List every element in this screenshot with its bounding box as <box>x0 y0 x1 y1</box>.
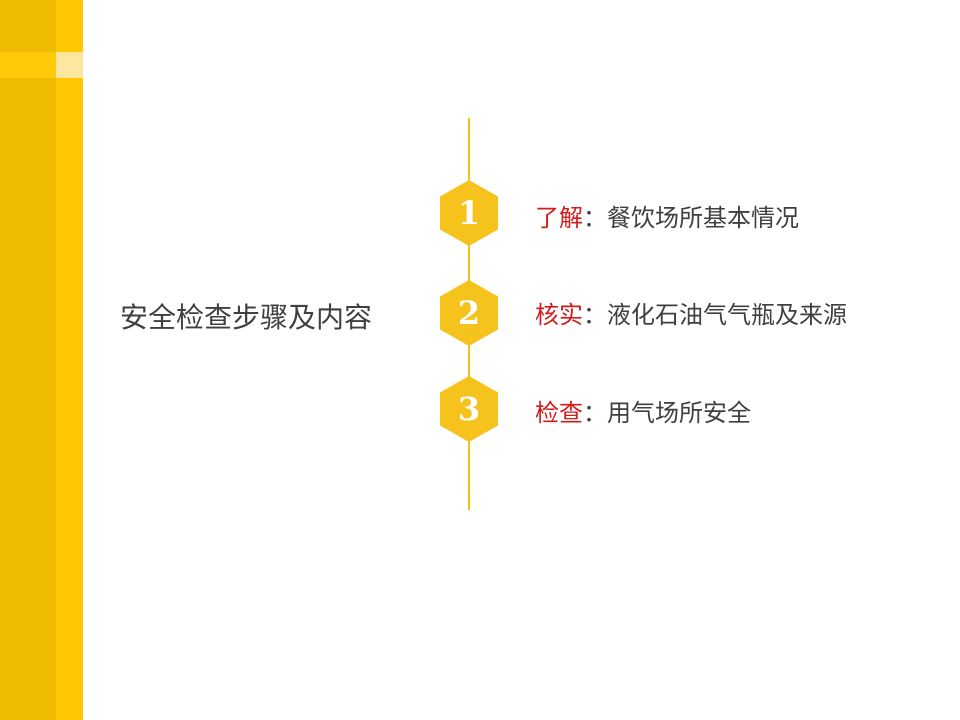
step-text: 用气场所安全 <box>607 399 751 427</box>
step-text: 餐饮场所基本情况 <box>607 204 799 232</box>
step-key: 了解 <box>535 204 583 232</box>
decor-band-dark <box>0 0 56 720</box>
step-item: 检查：用气场所安全 <box>535 393 751 428</box>
step-number-badge: 2 <box>440 280 498 346</box>
step-separator: ： <box>583 204 607 232</box>
decor-band-horizontal <box>0 52 56 78</box>
step-item: 核实：液化石油气气瓶及来源 <box>535 295 847 330</box>
step-text: 液化石油气气瓶及来源 <box>607 301 847 329</box>
decor-square <box>56 52 83 78</box>
step-key: 检查 <box>535 399 583 427</box>
step-number-badge: 3 <box>440 376 498 442</box>
step-separator: ： <box>583 301 607 329</box>
section-title: 安全检查步骤及内容 <box>120 301 373 334</box>
decor-band-light <box>56 0 83 720</box>
step-item: 了解：餐饮场所基本情况 <box>535 198 799 233</box>
step-number-badge: 1 <box>440 180 498 246</box>
step-key: 核实 <box>535 301 583 329</box>
step-separator: ： <box>583 399 607 427</box>
